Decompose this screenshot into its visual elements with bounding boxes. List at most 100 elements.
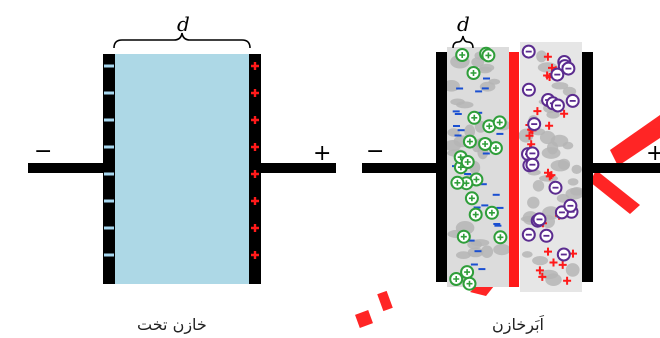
supercapacitor-caption: اَبَرخازن: [492, 315, 544, 334]
negative-ion-icon: [548, 180, 563, 195]
plus-icon: [538, 272, 547, 281]
electrode-grain: [532, 180, 545, 192]
plus-icon: [535, 266, 544, 275]
negative-ion-icon: [539, 228, 554, 243]
minus-icon: −: [34, 139, 52, 164]
positive-ion-icon: [464, 191, 479, 206]
plus-icon: [545, 121, 554, 130]
electrode-grain: [456, 251, 471, 259]
plus-icon: [544, 168, 552, 177]
electrode-grain: [546, 110, 560, 119]
minus-icon: −: [366, 139, 384, 164]
electrode-grain: [471, 57, 485, 68]
negative-plate: [103, 54, 115, 284]
plus-icon: [563, 276, 572, 285]
positive-ion-icon: [466, 66, 481, 80]
positive-ion-icon: [478, 137, 493, 151]
plus-icon: [560, 109, 569, 118]
right-lead-wire: [260, 163, 336, 173]
plus-icon: [251, 116, 259, 124]
negative-ion-icon: [556, 247, 571, 262]
negative-ion-icon: [525, 146, 540, 161]
electrode-grain: [541, 147, 561, 159]
electrode-grain: [551, 82, 569, 90]
electrode-grain: [464, 124, 476, 138]
positive-ion-icon: [493, 230, 508, 245]
positive-ion-icon: [462, 276, 477, 291]
electrode-grain: [571, 164, 582, 174]
negative-collector: [436, 52, 447, 282]
electrode-grain: [521, 251, 533, 258]
electrode-grain: [456, 101, 474, 109]
plus-icon: [251, 62, 259, 70]
positive-ion-icon: [484, 205, 499, 220]
electrode-grain: [545, 273, 562, 287]
left-lead-wire: [28, 163, 104, 173]
electrode-grain: [562, 141, 574, 150]
negative-ion-icon: [563, 198, 578, 213]
negative-ion-icon: [525, 157, 540, 172]
plus-icon: [533, 107, 542, 116]
gap-label: d: [177, 12, 190, 36]
plus-icon: [251, 89, 259, 97]
left-lead-wire: [362, 163, 438, 173]
positive-ion-icon: [468, 207, 483, 222]
positive-ion-icon: [492, 115, 507, 130]
parallel-plate-caption: خازن تخت: [137, 315, 207, 334]
plus-icon: [251, 170, 259, 178]
negative-ion-icon: [521, 44, 536, 59]
plus-icon: [525, 131, 534, 140]
plus-icon: [251, 251, 259, 259]
dielectric-region: [115, 54, 250, 284]
electrode-grain: [570, 187, 584, 196]
plus-icon: [251, 224, 259, 232]
separator: [509, 52, 519, 287]
gap-label: d: [457, 12, 470, 36]
electrode-grain: [442, 80, 460, 92]
plus-icon: [251, 143, 259, 151]
positive-ion-icon: [467, 110, 482, 125]
parallel-plate-capacitor: d − +: [28, 12, 336, 284]
electrode-grain: [565, 263, 580, 277]
electrode-grain: [532, 256, 549, 266]
positive-ion-icon: [449, 272, 464, 286]
positive-plate: [249, 54, 261, 284]
plus-icon: +: [313, 141, 331, 166]
electrode-grain: [536, 50, 547, 63]
negative-ion-icon: [521, 82, 536, 97]
plus-icon: [549, 258, 558, 267]
negative-ion-icon: [532, 212, 547, 227]
positive-ion-icon: [481, 48, 496, 63]
negative-ion-icon: [561, 61, 576, 76]
electrode-grain: [467, 247, 484, 258]
electrode-grain: [493, 244, 511, 256]
negative-ion-icon: [565, 93, 580, 108]
plus-icon: [251, 197, 259, 205]
negative-ion-icon: [527, 117, 542, 132]
positive-ion-icon: [456, 229, 471, 244]
electrode-grain: [470, 239, 490, 247]
electrode-grain: [488, 78, 501, 85]
positive-ion-icon: [460, 265, 475, 280]
negative-ion-icon: [521, 227, 536, 242]
electrode-grain: [527, 196, 540, 209]
plus-icon: +: [646, 141, 660, 166]
gap-brace: [452, 35, 474, 49]
negative-ion-icon: [550, 67, 565, 82]
right-lead-wire: [592, 163, 660, 173]
plus-icon: [558, 260, 567, 269]
electrode-grain: [562, 86, 577, 97]
positive-ion-icon: [460, 155, 475, 169]
positive-ion-icon: [462, 134, 477, 149]
positive-ion-icon: [455, 48, 470, 62]
electrode-grain: [557, 158, 571, 170]
plus-icon: [543, 52, 552, 61]
negative-charge-marks: [104, 64, 114, 257]
positive-collector: [582, 52, 593, 282]
electrode-grain: [567, 178, 579, 186]
positive-charge-marks: [251, 62, 259, 259]
plus-icon: [544, 247, 552, 256]
electrode-grain: [477, 66, 492, 74]
supercapacitor: d − +: [362, 12, 660, 292]
